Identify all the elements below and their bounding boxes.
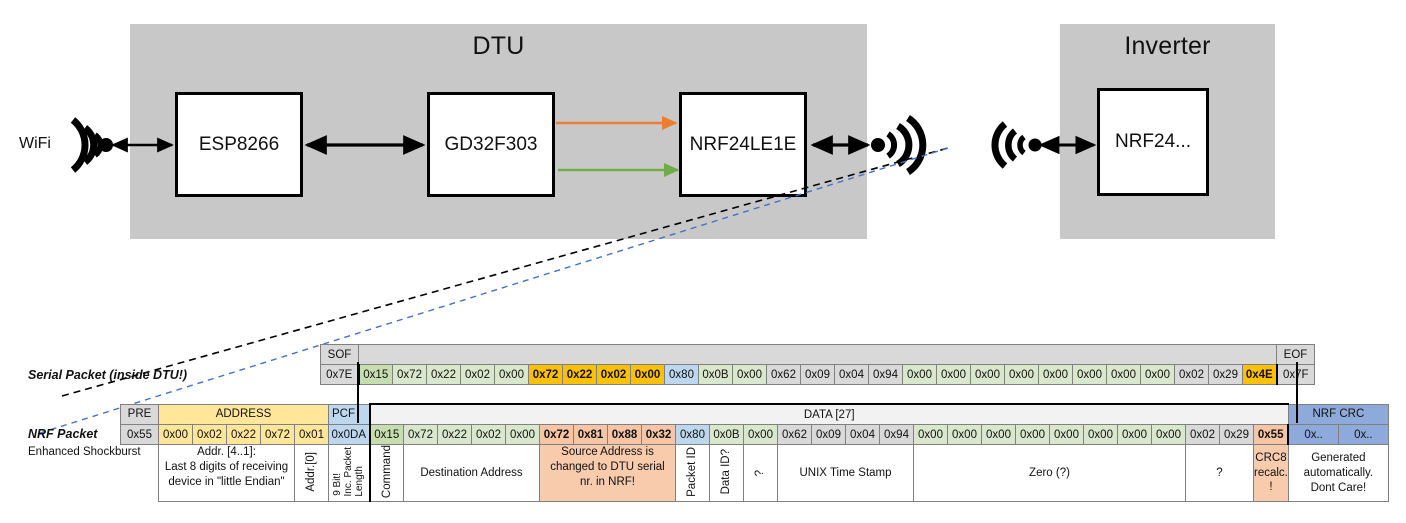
wifi-antenna-icon — [70, 117, 113, 173]
serial-byte-27: 0x4E — [1242, 364, 1277, 385]
nrf-desc-zero: Zero (?) — [913, 443, 1186, 503]
nrf-desc-address-line2: Last 8 digits of receiving — [164, 461, 289, 474]
nrf-byte-5: 0x01 — [294, 424, 329, 445]
serial-byte-1: 0x15 — [357, 364, 393, 385]
nrf-byte-25: 0x00 — [981, 424, 1016, 445]
serial-byte-10: 0x80 — [664, 364, 699, 385]
serial-byte-6: 0x72 — [528, 364, 563, 385]
block-diagram: DTU Inverter ESP8266 GD32F303 NRF24LE1E … — [19, 24, 1275, 239]
serial-byte-23: 0x00 — [1106, 364, 1141, 385]
nrf-byte-32: 0x29 — [1219, 424, 1254, 445]
nrf-desc-addr0: Addr.[0] — [294, 443, 329, 503]
diagram-connectors — [70, 115, 1097, 178]
nrf-desc-crc8: CRC8 recalc. ! — [1253, 443, 1289, 503]
nrf-byte-31: 0x02 — [1185, 424, 1220, 445]
nrf-desc-crc8-l1: CRC8 — [1255, 452, 1287, 465]
serial-byte-9: 0x00 — [630, 364, 665, 385]
serial-byte-8: 0x02 — [596, 364, 631, 385]
nrf-pcf-header: PCF — [328, 403, 370, 425]
nrf-desc-nrfcrc-l2: automatically. — [1303, 466, 1374, 479]
nrf-description-row: Addr. [4..1]: Last 8 digits of receiving… — [121, 443, 1389, 503]
nrf-byte-30: 0x00 — [1151, 424, 1186, 445]
serial-eof-header: EOF — [1276, 344, 1315, 365]
nrf-packet-label: NRF Packet — [28, 427, 98, 441]
nrf-byte-7: 0x15 — [368, 424, 404, 445]
serial-byte-11: 0x0B — [698, 364, 733, 385]
table-alignment-lines — [357, 362, 1298, 423]
chip-nrf24: NRF24... — [1097, 88, 1209, 196]
serial-sof-header: SOF — [320, 344, 359, 365]
nrf-byte-19: 0x62 — [777, 424, 812, 445]
serial-byte-24: 0x00 — [1140, 364, 1175, 385]
nrf-byte-29: 0x00 — [1117, 424, 1152, 445]
serial-byte-28: 0x7F — [1275, 364, 1315, 385]
nrf-byte-6: 0x0DA — [328, 424, 370, 445]
nrf-byte-15: 0x32 — [641, 424, 676, 445]
nrf-packet-sublabel: Enhanced Shockburst — [28, 446, 141, 458]
nrf-header-row: PRE ADDRESS PCF DATA [27] NRF CRC — [120, 403, 1389, 425]
serial-byte-13: 0x62 — [766, 364, 801, 385]
nrf-desc-unknown2: ? — [1185, 443, 1254, 503]
nrf-byte-9: 0x22 — [437, 424, 472, 445]
serial-byte-21: 0x00 — [1038, 364, 1073, 385]
nrf-desc-unknown1: ? — [743, 443, 778, 503]
nrf-crc-header: NRF CRC — [1287, 403, 1389, 425]
nrf-byte-22: 0x94 — [879, 424, 914, 445]
serial-byte-2: 0x72 — [392, 364, 427, 385]
nrf-byte-13: 0x81 — [573, 424, 608, 445]
serial-byte-0: 0x7E — [320, 364, 359, 385]
nrf-desc-timestamp: UNIX Time Stamp — [777, 443, 914, 503]
nrf-byte-21: 0x04 — [845, 424, 880, 445]
nrf-desc-data-id: Data ID? — [709, 443, 744, 503]
serial-byte-12: 0x00 — [732, 364, 767, 385]
nrf-desc-command: Command — [368, 443, 404, 503]
nrf-desc-nrfcrc-l1: Generated — [1311, 451, 1366, 464]
nrf-desc-address-line3: device in "little Endian" — [168, 476, 285, 489]
serial-byte-18: 0x00 — [936, 364, 971, 385]
serial-byte-3: 0x22 — [426, 364, 461, 385]
serial-byte-22: 0x00 — [1072, 364, 1107, 385]
nrf-desc-source-l1: Source Address is — [561, 446, 654, 458]
serial-byte-14: 0x09 — [800, 364, 835, 385]
nrf-byte-0: 0x55 — [120, 424, 159, 445]
nrf-byte-1: 0x00 — [158, 424, 193, 445]
serial-byte-15: 0x04 — [834, 364, 869, 385]
nrf-desc-nrfcrc-l3: Dont Care! — [1310, 481, 1367, 494]
serial-byte-17: 0x00 — [902, 364, 937, 385]
nrf-desc-destination: Destination Address — [403, 443, 540, 503]
serial-payload-header-spacer — [358, 344, 1277, 365]
serial-byte-20: 0x00 — [1004, 364, 1039, 385]
serial-byte-7: 0x22 — [562, 364, 597, 385]
radio-antenna-inverter-icon — [991, 121, 1042, 169]
nrf-byte-10: 0x02 — [471, 424, 506, 445]
serial-byte-25: 0x02 — [1174, 364, 1209, 385]
nrf-byte-20: 0x09 — [811, 424, 846, 445]
enclosure-dtu-title: DTU — [472, 32, 525, 60]
packet-tables: Serial Packet (inside DTU!) NRF Packet E… — [0, 340, 1406, 523]
nrf-desc-address: Addr. [4..1]: Last 8 digits of receiving… — [158, 443, 295, 503]
serial-packet-label: Serial Packet (inside DTU!) — [28, 368, 188, 382]
nrf-byte-16: 0x80 — [675, 424, 710, 445]
nrf-desc-source-l2: changed to DTU serial — [550, 461, 665, 474]
serial-byte-5: 0x00 — [494, 364, 529, 385]
serial-header-row: SOF EOF — [320, 344, 1315, 365]
nrf-desc-source-l3: nr. in NRF! — [580, 476, 635, 489]
nrf-desc-crc8-l2: recalc. — [1254, 466, 1288, 479]
radio-antenna-dtu-icon — [871, 115, 927, 175]
nrf-desc-crc8-l3: ! — [1269, 481, 1273, 494]
enclosure-inverter: Inverter — [1060, 24, 1275, 239]
nrf-desc-source: Source Address is changed to DTU serial … — [539, 443, 676, 503]
nrf-byte-3: 0x22 — [226, 424, 261, 445]
nrf-byte-2: 0x02 — [192, 424, 227, 445]
enclosure-inverter-title: Inverter — [1124, 32, 1211, 60]
nrf-desc-nrfcrc: Generated automatically. Dont Care! — [1287, 443, 1389, 503]
nrf-byte-26: 0x00 — [1015, 424, 1050, 445]
nrf-byte-33: 0x55 — [1253, 424, 1289, 445]
chip-nrf24-label: NRF24... — [1114, 131, 1192, 152]
nrf-desc-address-line1: Addr. [4..1]: — [197, 446, 256, 458]
